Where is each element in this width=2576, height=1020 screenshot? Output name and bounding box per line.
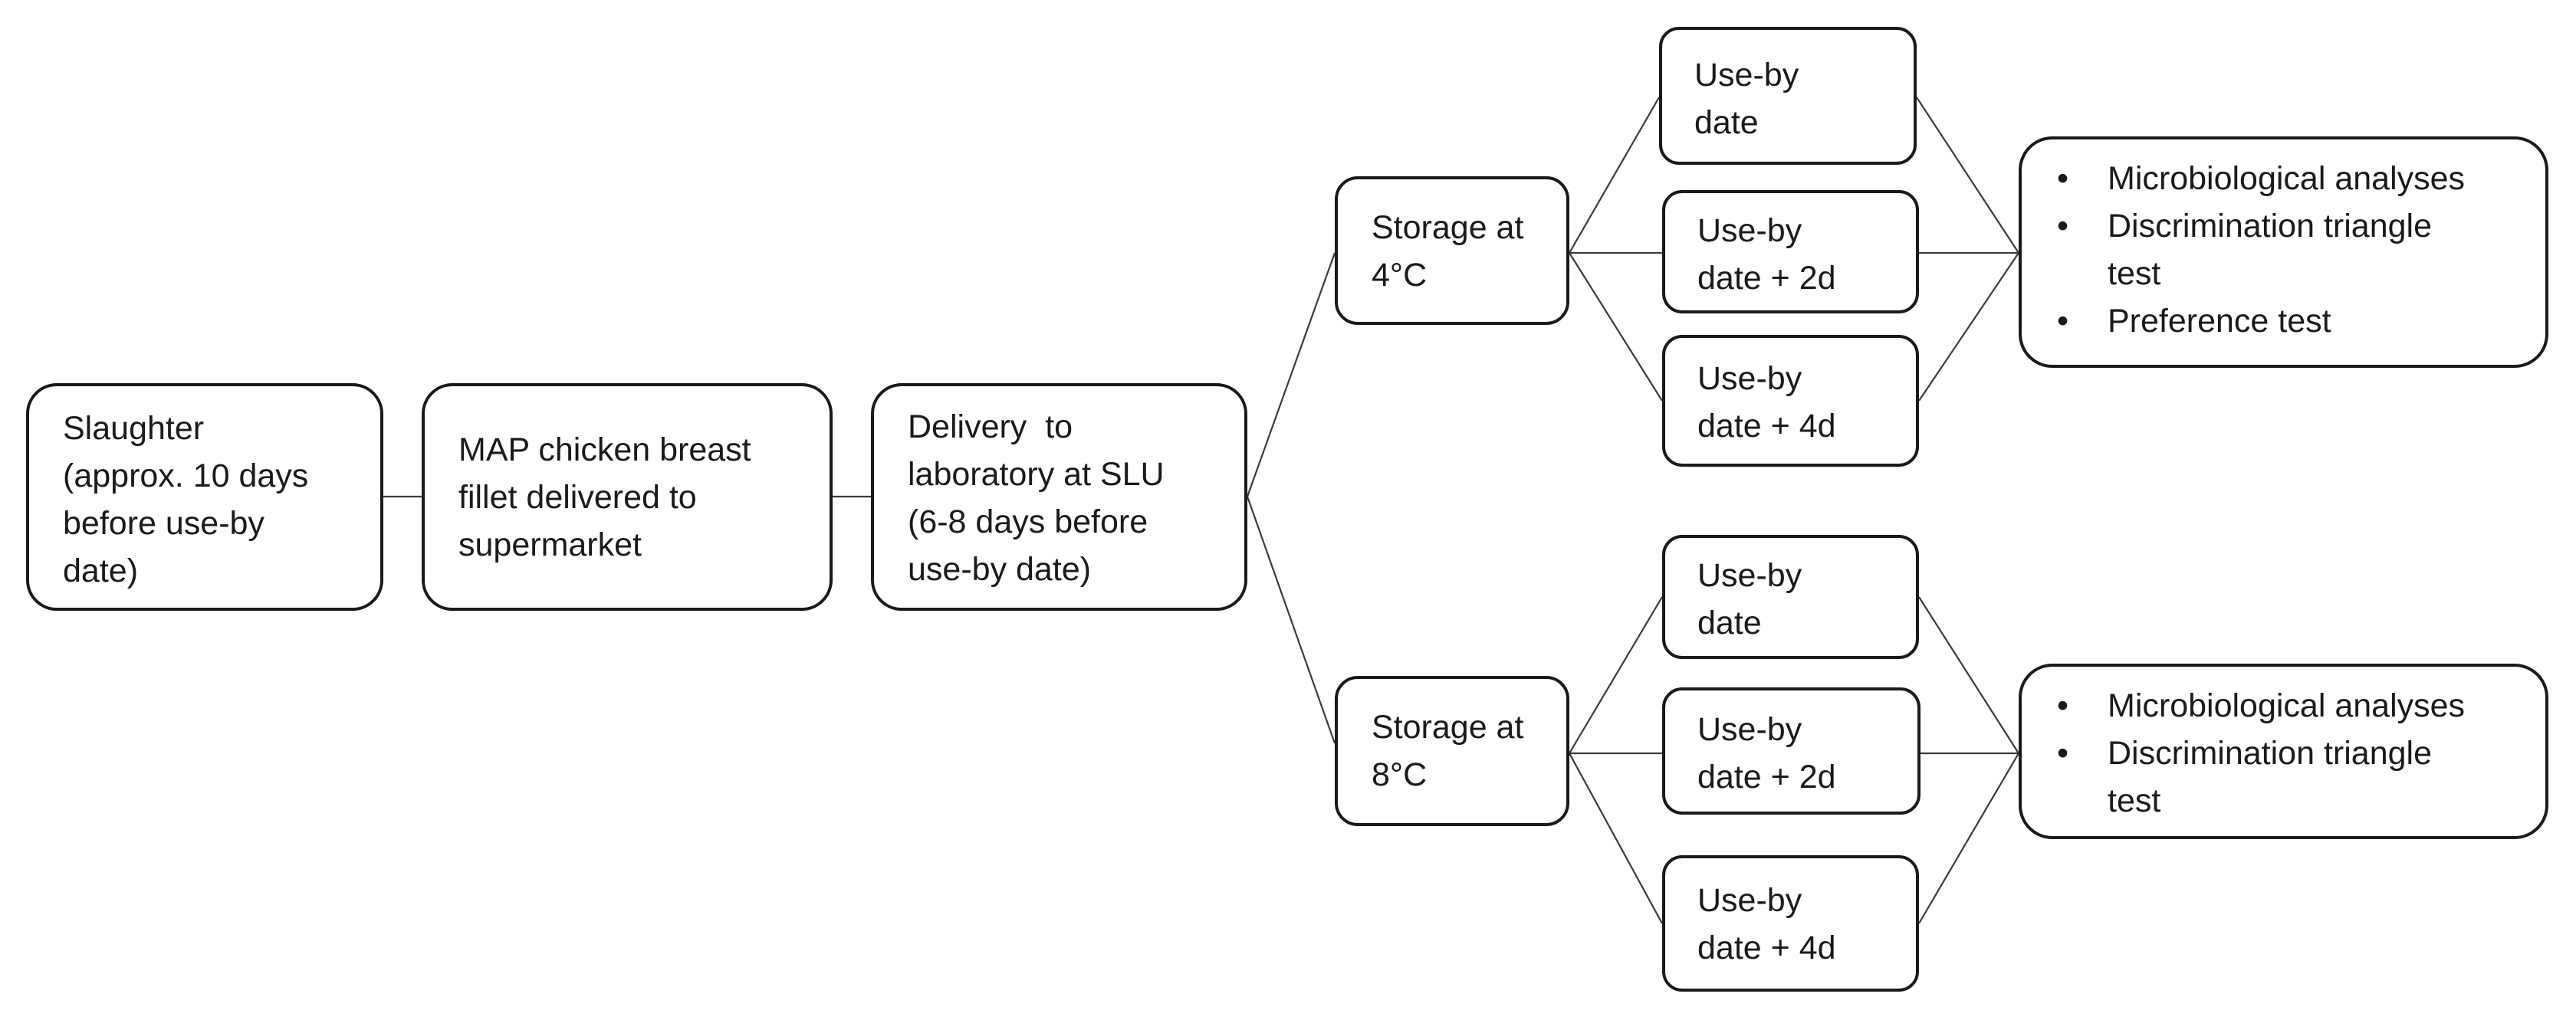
sample-label-line-1: Use-by (1697, 882, 1802, 919)
storage-4c-box: Storage at 4°C (1335, 176, 1569, 325)
delivery-text-line-3: (6-8 days before (908, 503, 1148, 540)
slaughter-text-line-2: (approx. 10 days (63, 458, 309, 494)
storage-8c-sample-use-by-date: Use-by date (1662, 535, 1919, 659)
test-item-discrimination-triangle: Discrimination triangle test (2052, 730, 2545, 825)
supermarket-delivery-box: MAP chicken breast fillet delivered to s… (422, 383, 833, 611)
tests-4c-list: Microbiological analyses Discrimination … (2052, 155, 2545, 345)
test-item-label: Microbiological analyses (2108, 687, 2466, 724)
connector-storage-4c-sample-3 (1569, 252, 1663, 402)
slaughter-text-line-4: date) (63, 553, 139, 589)
connector-storage-8c-sample-1 (1569, 596, 1663, 754)
storage-8c-text-line-1: Storage at (1372, 709, 1524, 746)
slaughter-text-line-1: Slaughter (63, 410, 205, 447)
test-item-label: Preference test (2108, 303, 2331, 339)
tests-4c-box: Microbiological analyses Discrimination … (2019, 136, 2548, 368)
supermarket-text-line-3: supermarket (458, 526, 642, 563)
storage-8c-sample-use-by-date-plus-4d: Use-by date + 4d (1662, 855, 1919, 992)
sample-label-line-1: Use-by (1694, 57, 1799, 93)
sample-label-line-2: date (1694, 104, 1759, 141)
test-item-label-line-2: test (2108, 782, 2161, 819)
storage-4c-sample-use-by-date: Use-by date (1659, 27, 1917, 165)
sample-label-line-1: Use-by (1697, 557, 1802, 594)
test-item-label-line-1: Discrimination triangle (2108, 208, 2432, 244)
connector-storage-4c-sample-1 (1569, 97, 1660, 254)
sample-label-line-1: Use-by (1697, 212, 1802, 249)
test-item-label: Microbiological analyses (2108, 160, 2466, 197)
connector-delivery-storage-8c (1246, 496, 1336, 744)
supermarket-text-line-1: MAP chicken breast (458, 431, 751, 468)
test-item-discrimination-triangle: Discrimination triangle test (2052, 202, 2545, 297)
slaughter-text-line-3: before use-by (63, 505, 264, 542)
connector-sample-3-tests-4c (1918, 252, 2019, 402)
sample-label-line-2: date (1697, 605, 1762, 641)
connector-sample-1-tests-8c (1918, 596, 2019, 754)
storage-8c-sample-use-by-date-plus-2d: Use-by date + 2d (1662, 687, 1921, 815)
storage-4c-sample-use-by-date-plus-2d: Use-by date + 2d (1662, 190, 1919, 313)
sample-label-line-1: Use-by (1697, 711, 1802, 748)
storage-4c-sample-use-by-date-plus-4d: Use-by date + 4d (1662, 335, 1919, 467)
connector-storage-8c-sample-3 (1569, 753, 1663, 924)
sample-label-line-2: date + 2d (1697, 759, 1836, 795)
test-item-microbiological: Microbiological analyses (2052, 682, 2545, 730)
test-item-preference: Preference test (2052, 297, 2545, 345)
test-item-microbiological: Microbiological analyses (2052, 155, 2545, 202)
connector-delivery-storage-4c (1246, 252, 1336, 497)
delivery-text-line-1: Delivery to (908, 408, 1073, 445)
supermarket-text-line-2: fillet delivered to (458, 479, 697, 516)
tests-8c-list: Microbiological analyses Discrimination … (2052, 682, 2545, 825)
storage-8c-text-line-2: 8°C (1372, 756, 1428, 793)
delivery-text-line-4: use-by date) (908, 551, 1092, 588)
storage-4c-text-line-2: 4°C (1372, 257, 1428, 294)
storage-4c-text-line-1: Storage at (1372, 209, 1524, 246)
laboratory-delivery-box: Delivery to laboratory at SLU (6-8 days … (871, 383, 1247, 611)
delivery-text-line-2: laboratory at SLU (908, 456, 1165, 493)
storage-8c-box: Storage at 8°C (1335, 676, 1569, 826)
sample-label-line-1: Use-by (1697, 360, 1802, 397)
connector-sample-1-tests-4c (1916, 97, 2019, 254)
sample-label-line-2: date + 4d (1697, 408, 1836, 444)
sample-label-line-2: date + 4d (1697, 930, 1836, 966)
test-item-label-line-2: test (2108, 255, 2161, 292)
tests-8c-box: Microbiological analyses Discrimination … (2019, 664, 2548, 839)
connector-sample-3-tests-8c (1918, 753, 2019, 924)
test-item-label-line-1: Discrimination triangle (2108, 735, 2432, 772)
slaughter-box: Slaughter (approx. 10 days before use-by… (26, 383, 383, 611)
sample-label-line-2: date + 2d (1697, 260, 1836, 297)
